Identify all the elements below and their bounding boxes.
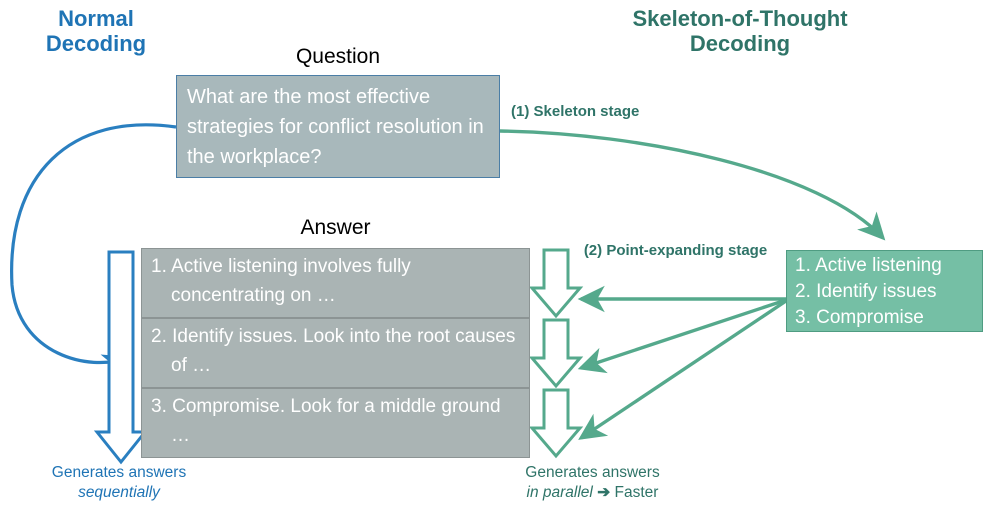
label-skeleton-stage: (1) Skeleton stage — [511, 103, 640, 120]
arrow-point-expand-2 — [577, 298, 787, 374]
header-skeleton-of-thought-decoding: Skeleton-of-Thought Decoding — [570, 6, 910, 56]
skeleton-text: 1. Active listening 2. Identify issues 3… — [795, 253, 942, 331]
answer-text-2: 2. Identify issues. Look into the root c… — [151, 326, 516, 376]
caption-parallel: Generates answers in parallel ➔ Faster — [455, 463, 730, 503]
skeleton-line-1: 1. Active listening — [795, 255, 942, 276]
caption-parallel-line1: Generates answers — [525, 464, 660, 481]
header-sot-line1: Skeleton-of-Thought — [632, 6, 848, 31]
header-normal-line2: Decoding — [45, 31, 147, 56]
block-arrow-sequential — [93, 250, 149, 465]
caption-sequential-line2: sequentially — [78, 484, 160, 501]
answer-text-3: 3. Compromise. Look for a middle ground … — [151, 396, 501, 446]
skeleton-box: 1. Active listening 2. Identify issues 3… — [786, 250, 983, 332]
header-normal-decoding: Normal Decoding — [6, 6, 186, 56]
block-arrow-parallel-3 — [528, 388, 584, 459]
skeleton-line-3: 3. Compromise — [795, 307, 924, 328]
question-box: What are the most effective strategies f… — [176, 75, 500, 178]
answer-box-1: 1. Active listening involves fully conce… — [141, 248, 530, 318]
caption-parallel-faster: Faster — [614, 484, 659, 501]
caption-parallel-emph: in parallel — [526, 484, 593, 501]
caption-parallel-line2: in parallel ➔ Faster — [455, 483, 730, 503]
right-arrow-icon: ➔ — [597, 484, 611, 501]
question-caption: Question — [295, 45, 381, 68]
answer-box-2: 2. Identify issues. Look into the root c… — [141, 318, 530, 388]
answer-caption: Answer — [300, 216, 371, 239]
label-point-expanding-stage: (2) Point-expanding stage — [583, 242, 768, 259]
header-sot-line2: Decoding — [689, 31, 791, 56]
header-normal-line1: Normal — [58, 6, 134, 31]
caption-sequential-line1: Generates answers — [51, 464, 187, 481]
answer-box-3: 3. Compromise. Look for a middle ground … — [141, 388, 530, 458]
arrow-skeleton-stage — [499, 129, 886, 241]
arrow-point-expand-3 — [578, 299, 787, 440]
answer-text-1: 1. Active listening involves fully conce… — [151, 256, 411, 306]
question-text: What are the most effective strategies f… — [187, 86, 484, 168]
block-arrow-parallel-2 — [528, 318, 584, 389]
skeleton-line-2: 2. Identify issues — [795, 281, 937, 302]
caption-sequential: Generates answers sequentially — [4, 463, 234, 503]
